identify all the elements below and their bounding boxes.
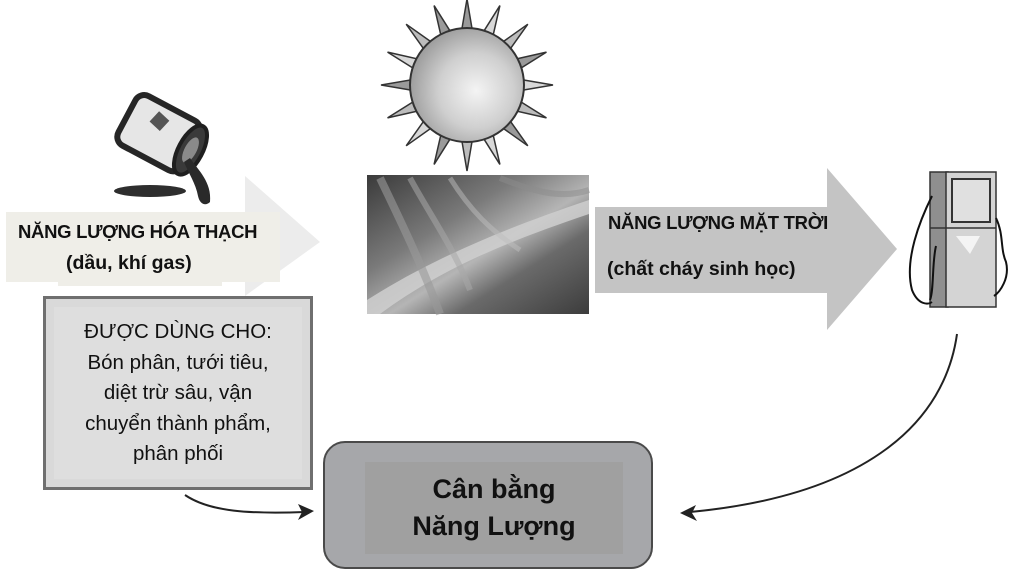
pump-to-balance-arrow (680, 333, 958, 521)
fossil-energy-label: NĂNG LƯỢNG HÓA THẠCH (dầu, khí gas) (6, 212, 280, 286)
solar-energy-title: NĂNG LƯỢNG MẶT TRỜI (608, 212, 829, 233)
energy-balance-text: Cân bằng Năng Lượng (365, 462, 623, 554)
uses-line: Bón phân, tưới tiêu, (87, 350, 269, 374)
energy-balance-box: Cân bằng Năng Lượng (323, 441, 653, 569)
solar-energy-arrow (595, 168, 897, 330)
fossil-energy-title: NĂNG LƯỢNG HÓA THẠCH (18, 221, 258, 242)
energy-balance-line1: Cân bằng (432, 474, 556, 504)
uses-text: ĐƯỢC DÙNG CHO: Bón phân, tưới tiêu, diệt… (54, 307, 302, 479)
plant-leaves-photo (367, 175, 590, 316)
uses-box: ĐƯỢC DÙNG CHO: Bón phân, tưới tiêu, diệt… (43, 296, 313, 490)
solar-energy-subtitle: (chất cháy sinh học) (607, 258, 796, 280)
fossil-energy-subtitle: (dầu, khí gas) (58, 252, 222, 286)
energy-balance-line2: Năng Lượng (412, 511, 576, 541)
sun-icon (380, 0, 554, 172)
uses-line: chuyển thành phẩm, (85, 411, 271, 435)
uses-line: ĐƯỢC DÙNG CHO: (84, 320, 272, 343)
sun-disc (409, 27, 525, 143)
fuel-pump-icon (908, 171, 1008, 308)
oil-barrel-pouring-icon (114, 92, 211, 205)
uses-line: diệt trừ sâu, vận (103, 381, 253, 404)
uses-line: phân phối (132, 442, 224, 465)
uses-to-balance-arrow (184, 494, 314, 520)
